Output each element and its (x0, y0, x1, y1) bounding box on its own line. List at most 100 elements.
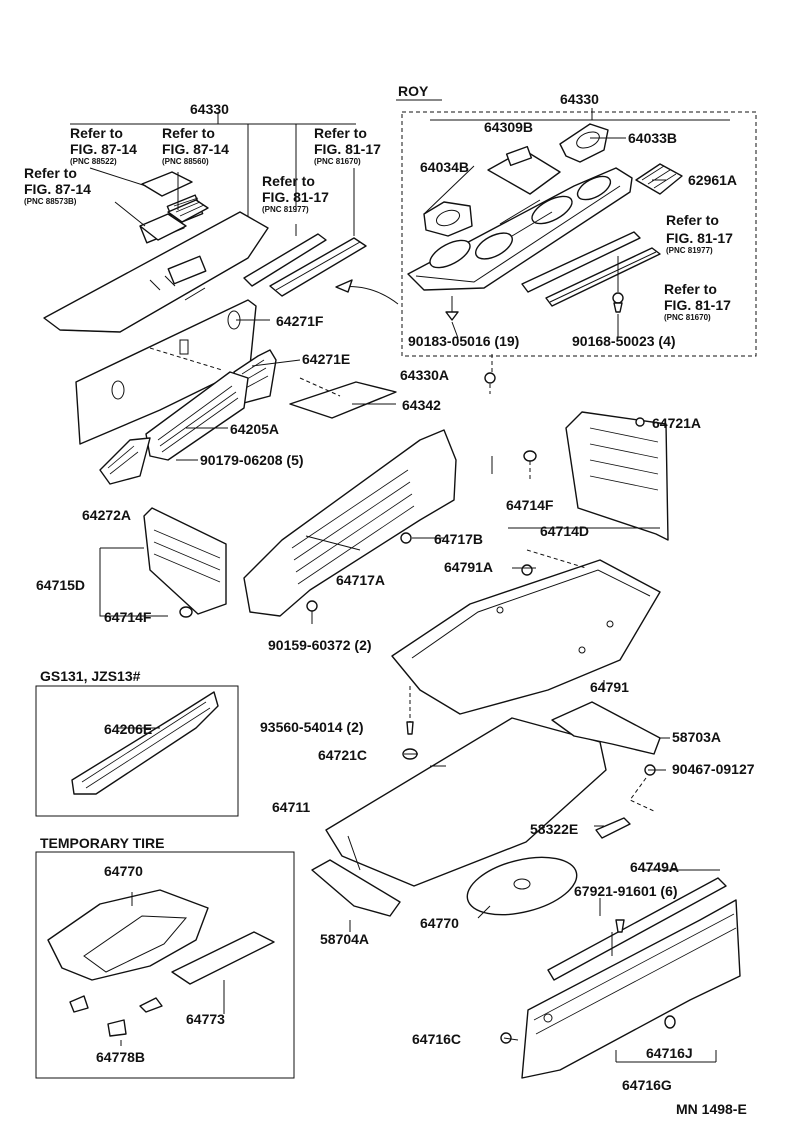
ref4-line2: FIG. 81-17 (314, 141, 381, 157)
label-64271e: 64271E (302, 351, 350, 367)
label-64714d: 64714D (540, 523, 589, 539)
refer-part-88573b (139, 213, 187, 241)
label-67921: 67921-91601 (6) (574, 883, 678, 899)
clip-90168 (612, 256, 624, 313)
ref2-line1: Refer to (162, 125, 215, 141)
clip-64721a (635, 417, 645, 427)
label-64721a: 64721A (652, 415, 701, 431)
ref5-line3: (PNC 81977) (262, 205, 309, 214)
gs131-box (35, 685, 239, 817)
label-90467: 90467-09127 (672, 761, 755, 777)
ref1-line3: (PNC 88522) (70, 157, 117, 166)
label-64770: 64770 (420, 915, 459, 931)
trunk-mat-64711 (325, 717, 607, 887)
clip-90183 (445, 296, 459, 321)
label-64271f: 64271F (276, 313, 324, 329)
speaker-cover-64033b (559, 123, 609, 163)
ref3-line1: Refer to (24, 165, 77, 181)
speaker-cover-64034b (423, 201, 473, 237)
label-64272a: 64272A (82, 507, 131, 523)
ref2-line2: FIG. 87-14 (162, 141, 229, 157)
label-93560: 93560-54014 (2) (260, 719, 364, 735)
labels: 64330 ROY 64330 Refer to FIG. 87-14 (PNC… (24, 83, 755, 1117)
arrow-to-roy (335, 279, 399, 305)
side-trim-64717a (243, 429, 457, 617)
label-64721c: 64721C (318, 747, 367, 763)
back-panel-trim-64716g (521, 899, 741, 1079)
ref6-line2: FIG. 81-17 (666, 230, 733, 246)
label-64717b: 64717B (434, 531, 483, 547)
clip-64716j (664, 1015, 676, 1029)
label-64773: 64773 (186, 1011, 225, 1027)
clip-64714f-left (179, 606, 193, 618)
label-58703a: 58703A (672, 729, 721, 745)
clip-64330a (484, 352, 496, 394)
side-panel-64714d (565, 411, 669, 541)
ref4-line1: Refer to (314, 125, 367, 141)
floor-board-64791 (391, 559, 661, 715)
label-64716j: 64716J (646, 1045, 693, 1061)
label-64205a: 64205A (230, 421, 279, 437)
clip-90467 (629, 764, 657, 813)
pad-64778b (69, 995, 163, 1037)
label-64716g: 64716G (622, 1077, 672, 1093)
label-90183: 90183-05016 (19) (408, 333, 519, 349)
label-64714f-right: 64714F (506, 497, 554, 513)
label-roy: ROY (398, 83, 429, 99)
plate-58322e (595, 817, 631, 839)
label-90168: 90168-50023 (4) (572, 333, 676, 349)
label-64330-left: 64330 (190, 101, 229, 117)
quarter-trim-64206e (71, 691, 219, 795)
bracket-58704a (311, 859, 401, 917)
label-64716c: 64716C (412, 1031, 461, 1047)
tire-cover-64770-temp (47, 889, 209, 981)
ref4-line3: (PNC 81670) (314, 157, 361, 166)
label-64033b: 64033B (628, 130, 677, 146)
label-64778b: 64778B (96, 1049, 145, 1065)
clip-64714f-right (523, 450, 537, 480)
label-gs131: GS131, JZS13# (40, 668, 141, 684)
speaker-grille-62961a (635, 163, 683, 195)
temporary-tire-box (35, 851, 295, 1079)
spare-tire-cover-64770 (466, 856, 578, 916)
refer-part-88560 (167, 199, 209, 223)
label-64034b: 64034B (420, 159, 469, 175)
clip-67921 (615, 919, 625, 933)
label-64714f-left: 64714F (104, 609, 152, 625)
luggage-trim-strip-64749a (547, 877, 727, 981)
screw-90159 (306, 600, 318, 624)
label-64791: 64791 (590, 679, 629, 695)
clip-64717b (400, 532, 430, 544)
roy-box (401, 111, 757, 357)
ref6-line1: Refer to (666, 212, 719, 228)
ref6-line3: (PNC 81977) (666, 246, 713, 255)
label-62961a: 62961A (688, 172, 737, 188)
label-64715d: 64715D (36, 577, 85, 593)
ref1-line1: Refer to (70, 125, 123, 141)
label-64770-temp: 64770 (104, 863, 143, 879)
label-64206e: 64206E (104, 721, 152, 737)
board-64773 (171, 931, 275, 985)
ref5-line2: FIG. 81-17 (262, 189, 329, 205)
label-temporary-tire: TEMPORARY TIRE (40, 835, 164, 851)
label-mn-code: MN 1498-E (676, 1101, 747, 1117)
label-58322e: 58322E (530, 821, 578, 837)
trim-strip-81670-right (545, 247, 661, 307)
label-90159: 90159-60372 (2) (268, 637, 372, 653)
label-64791a: 64791A (444, 559, 493, 575)
label-58704a: 58704A (320, 931, 369, 947)
bracket-64272a (99, 437, 151, 485)
label-64717a: 64717A (336, 572, 385, 588)
label-64749a: 64749A (630, 859, 679, 875)
ref3-line3: (PNC 88573B) (24, 197, 77, 206)
label-64330a: 64330A (400, 367, 449, 383)
label-64711: 64711 (272, 799, 310, 815)
ref2-line3: (PNC 88560) (162, 157, 209, 166)
refer-part-88522 (141, 171, 193, 197)
ref7-line2: FIG. 81-17 (664, 297, 731, 313)
ref1-line2: FIG. 87-14 (70, 141, 137, 157)
ref3-line2: FIG. 87-14 (24, 181, 91, 197)
side-panel-64715d (143, 507, 227, 615)
label-64330-right: 64330 (560, 91, 599, 107)
label-64342: 64342 (402, 397, 441, 413)
